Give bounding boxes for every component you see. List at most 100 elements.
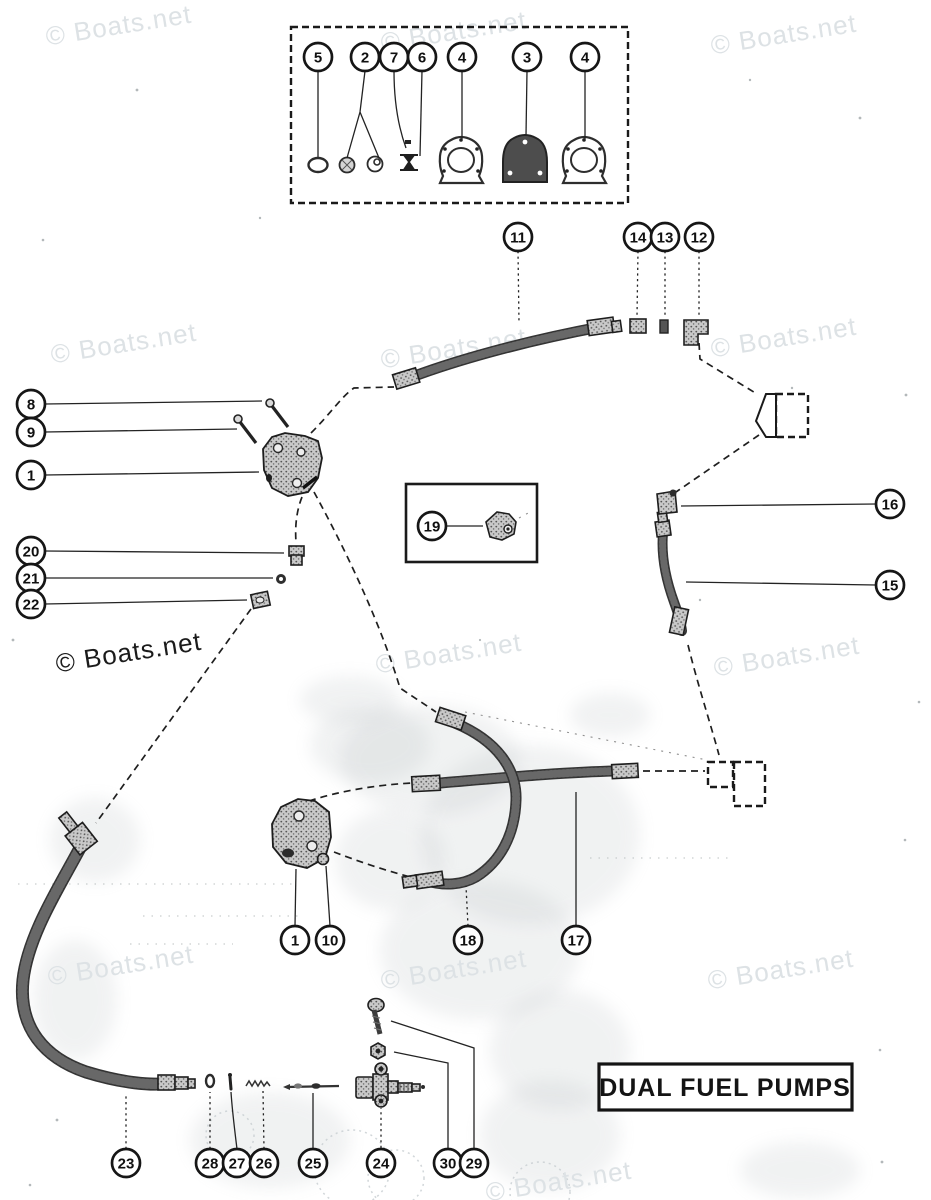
callout-leader-line xyxy=(680,503,877,507)
callout-17: 17 xyxy=(560,792,592,956)
part-tee-19 xyxy=(485,511,531,541)
callout-number: 26 xyxy=(256,1155,273,1172)
callout-1: 1 xyxy=(279,868,311,956)
part-screw-9 xyxy=(233,414,258,444)
callout-9: 9 xyxy=(15,416,238,448)
callout-23: 23 xyxy=(110,1096,142,1179)
part-washer-21 xyxy=(276,574,286,584)
callout-circle xyxy=(110,1147,142,1179)
callout-leader-line xyxy=(230,1091,238,1150)
scan-artifacts xyxy=(11,78,921,1187)
part-gasket-4b xyxy=(561,135,608,185)
callout-number: 21 xyxy=(23,570,40,587)
callout-number: 7 xyxy=(390,49,398,66)
callout-circle xyxy=(560,924,592,956)
callout-number: 24 xyxy=(373,1155,390,1172)
part-gasket-4a xyxy=(438,135,485,185)
watermark: © Boats.net xyxy=(709,311,859,364)
part-nut-10 xyxy=(316,852,330,866)
callout-10: 10 xyxy=(314,865,346,956)
callout-circle xyxy=(452,924,484,956)
callout-21: 21 xyxy=(15,562,273,594)
callout-2: 2 xyxy=(346,41,381,159)
callout-number: 1 xyxy=(291,932,299,949)
callout-circle xyxy=(569,41,601,73)
callout-leader-line xyxy=(517,250,520,324)
connector-target-upper xyxy=(754,392,810,439)
callout-6: 6 xyxy=(406,41,438,157)
callout-circle xyxy=(297,1147,329,1179)
part-elbow-12 xyxy=(683,319,709,346)
hose-23-end-fitting xyxy=(157,1074,176,1091)
callout-29: 29 xyxy=(390,1020,490,1179)
callout-22: 22 xyxy=(15,588,248,620)
watermark: © Boats.net xyxy=(712,630,862,683)
callout-number: 17 xyxy=(568,932,585,949)
callout-number: 30 xyxy=(440,1155,457,1172)
callout-leader-line xyxy=(44,428,238,433)
callout-circle xyxy=(446,41,478,73)
callout-leader-line xyxy=(390,1020,475,1148)
watermark: © Boats.net xyxy=(54,626,204,679)
callout-number: 10 xyxy=(322,932,339,949)
callout-number: 23 xyxy=(118,1155,135,1172)
callout-number: 2 xyxy=(361,49,369,66)
part-spacer-13 xyxy=(659,319,669,334)
callout-7: 7 xyxy=(378,41,410,149)
part-fitting-14 xyxy=(629,318,647,334)
callout-leader-line xyxy=(636,250,639,317)
callout-8: 8 xyxy=(15,388,263,420)
callout-26: 26 xyxy=(248,1090,280,1179)
watermark: © Boats.net xyxy=(49,317,199,370)
callout-25: 25 xyxy=(297,1093,329,1179)
hose-17-left-fitting xyxy=(410,774,442,793)
part-spring-26 xyxy=(245,1079,271,1088)
callout-4: 4 xyxy=(569,41,601,139)
part-bolt-29 xyxy=(367,997,385,1035)
hose-11-right-fitting xyxy=(586,316,616,337)
callout-5: 5 xyxy=(302,41,334,157)
callout-leader-line xyxy=(294,868,297,927)
callout-leader-line xyxy=(346,70,380,159)
callout-3: 3 xyxy=(511,41,543,137)
callout-number: 11 xyxy=(510,229,526,246)
fuel-hose-18 xyxy=(401,706,522,890)
callout-16: 16 xyxy=(680,488,906,520)
part-ring-2b xyxy=(366,155,384,173)
part-check-valve-7-6 xyxy=(400,140,418,171)
callout-circle xyxy=(302,41,334,73)
part-screw-8 xyxy=(265,398,290,428)
callout-leader-line xyxy=(465,885,469,927)
callout-circle xyxy=(458,1147,490,1179)
hose-18-bottom-fitting xyxy=(414,870,445,890)
callout-circle xyxy=(248,1147,280,1179)
callout-number: 6 xyxy=(418,49,426,66)
callout-number: 15 xyxy=(882,577,899,594)
callout-number: 1 xyxy=(27,467,35,484)
callout-4: 4 xyxy=(446,41,478,139)
callout-leader-line xyxy=(44,471,260,476)
fuel-pump-lower xyxy=(271,798,332,869)
callout-leader-line xyxy=(325,865,331,927)
callout-leader-line xyxy=(44,599,248,605)
callout-number: 19 xyxy=(424,518,441,535)
callout-circle xyxy=(874,569,906,601)
callout-leader-line xyxy=(393,1051,449,1148)
part-pin-27 xyxy=(228,1073,233,1091)
callout-number: 3 xyxy=(523,49,531,66)
part-washer-2a xyxy=(338,156,356,174)
part-rod-25 xyxy=(283,1083,340,1090)
callout-circle xyxy=(874,488,906,520)
callout-19: 19 xyxy=(416,510,483,542)
callout-number: 5 xyxy=(314,49,322,66)
part-nut-30 xyxy=(370,1042,386,1060)
callout-number: 18 xyxy=(460,932,477,949)
callout-12: 12 xyxy=(683,221,715,318)
watermark: © Boats.net xyxy=(374,627,524,680)
callout-number: 29 xyxy=(466,1155,483,1172)
callout-circle xyxy=(314,924,346,956)
callout-leader-line xyxy=(525,70,528,137)
part-oring-28 xyxy=(204,1073,216,1089)
